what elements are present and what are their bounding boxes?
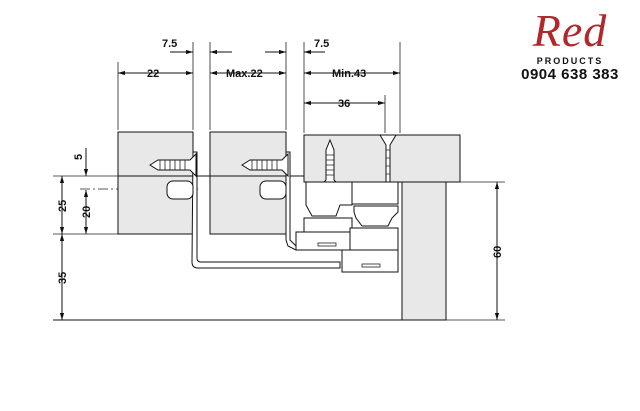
dim-gap-right: 7.5 [314,38,329,50]
dim-height-60: 60 [492,246,504,258]
dim-height-35: 35 [57,272,69,284]
dim-height-25: 25 [57,200,69,212]
screw-icon [149,152,197,178]
dim-top-offset: 5 [73,154,85,160]
extension-lines [117,42,401,133]
logo-wordmark: Red [532,5,608,56]
dim-width-mid: Max.22 [226,68,263,80]
panel-side [401,181,447,321]
logo-phone: 0904 638 383 [521,66,619,83]
brand-logo: Red PRODUCTS 0904 638 383 [505,5,635,84]
mounting-bracket [191,151,341,269]
dim-height-20: 20 [81,206,93,218]
dim-offset: 36 [338,98,350,110]
screw-icon [241,152,289,178]
dimension-arrows [59,49,500,320]
dim-width-left: 22 [147,68,159,80]
dowel-icon [166,180,194,200]
hinge-mechanism [295,181,403,320]
dim-min-right: Min.43 [332,68,366,80]
dim-gap-left: 7.5 [162,38,177,50]
dowel-icon [259,180,287,200]
logo-subtitle: PRODUCTS [536,56,604,66]
